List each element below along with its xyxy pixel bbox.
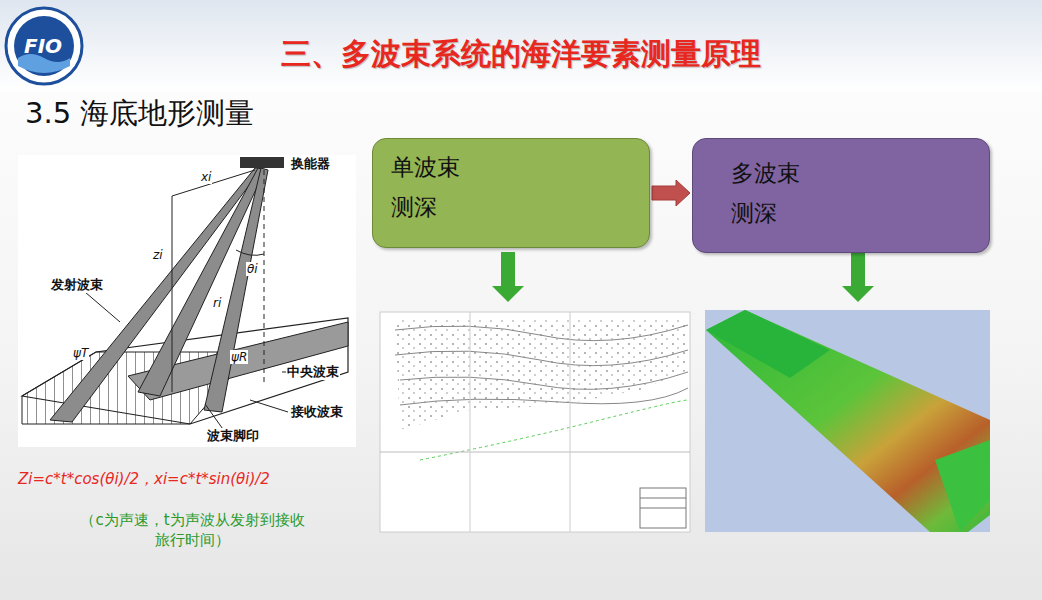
flow-arrow <box>652 180 690 206</box>
section-heading: 3.5 海底地形测量 <box>25 96 254 131</box>
arrow-shape <box>652 180 690 206</box>
symbol-label: xi <box>200 170 212 184</box>
box-label: 单波束 测深 <box>391 147 488 228</box>
symbol-label: ri <box>212 296 222 310</box>
process-box: 单波束 测深 <box>372 138 650 248</box>
box-label: 多波束 测深 <box>731 153 828 234</box>
logo-text: FIO <box>24 34 62 58</box>
process-box: 多波束 测深 <box>692 138 990 253</box>
symbol-label: θi <box>246 262 259 276</box>
part-label: 发射波束 <box>50 277 104 293</box>
symbol-label: ψT <box>72 346 89 360</box>
symbol-label: zi <box>152 248 164 262</box>
part-label: 波束脚印 <box>206 428 260 444</box>
slide-title: 三、多波束系统的海洋要素测量原理 <box>281 36 761 72</box>
part-label: 中央波束 <box>286 364 340 380</box>
part-label: 接收波束 <box>290 404 344 420</box>
part-label: 换能器 <box>290 156 331 172</box>
symbol-label: ψR <box>230 350 248 364</box>
note-text: （c为声速，t为声波从发射到接收旅行时间） <box>80 510 305 551</box>
formula-text: Zi=c*t*cos(θi)/2，xi=c*t*sin(θi)/2 <box>18 470 270 488</box>
